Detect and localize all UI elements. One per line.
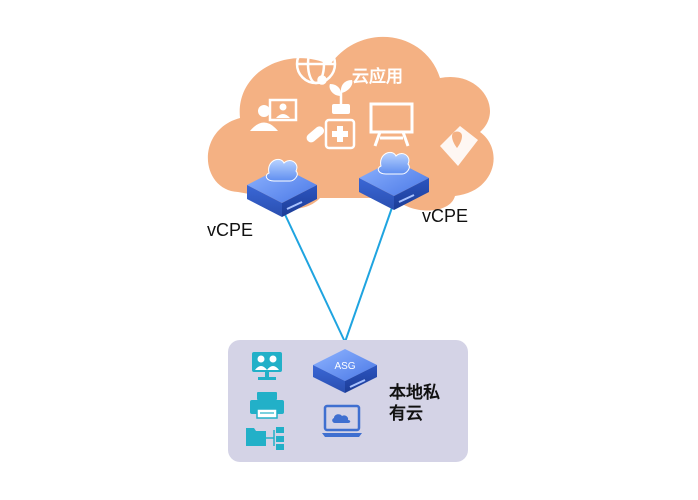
vcpe-label-left: vCPE — [207, 220, 254, 240]
vcpe-device-left — [247, 158, 317, 217]
vcpe-label-right: vCPE — [422, 206, 469, 226]
private-cloud-title: 本地私 有云 — [389, 382, 440, 424]
laptop-cloud-icon — [322, 404, 362, 437]
video-conference-icon — [252, 352, 282, 380]
medicine-icon — [306, 118, 356, 150]
link-left — [280, 205, 346, 343]
plant-icon — [329, 80, 353, 114]
private-cloud-box — [228, 340, 468, 462]
vcpe-device-right — [359, 151, 429, 210]
cloud-app-title: 云应用 — [352, 67, 403, 86]
globe-network-icon — [295, 43, 337, 85]
whiteboard-icon — [369, 102, 414, 147]
asg-device: ASG — [313, 349, 377, 393]
asg-label: ASG — [334, 361, 355, 372]
folder-tree-icon — [246, 427, 284, 450]
private-cloud-title-line1: 本地私 — [389, 383, 440, 402]
map-pin-icon — [440, 126, 478, 166]
connection-links — [280, 198, 396, 343]
private-cloud-title-line2: 有云 — [389, 404, 423, 423]
video-conference-icon — [250, 98, 298, 131]
link-right — [344, 198, 396, 343]
printer-icon — [250, 392, 284, 419]
